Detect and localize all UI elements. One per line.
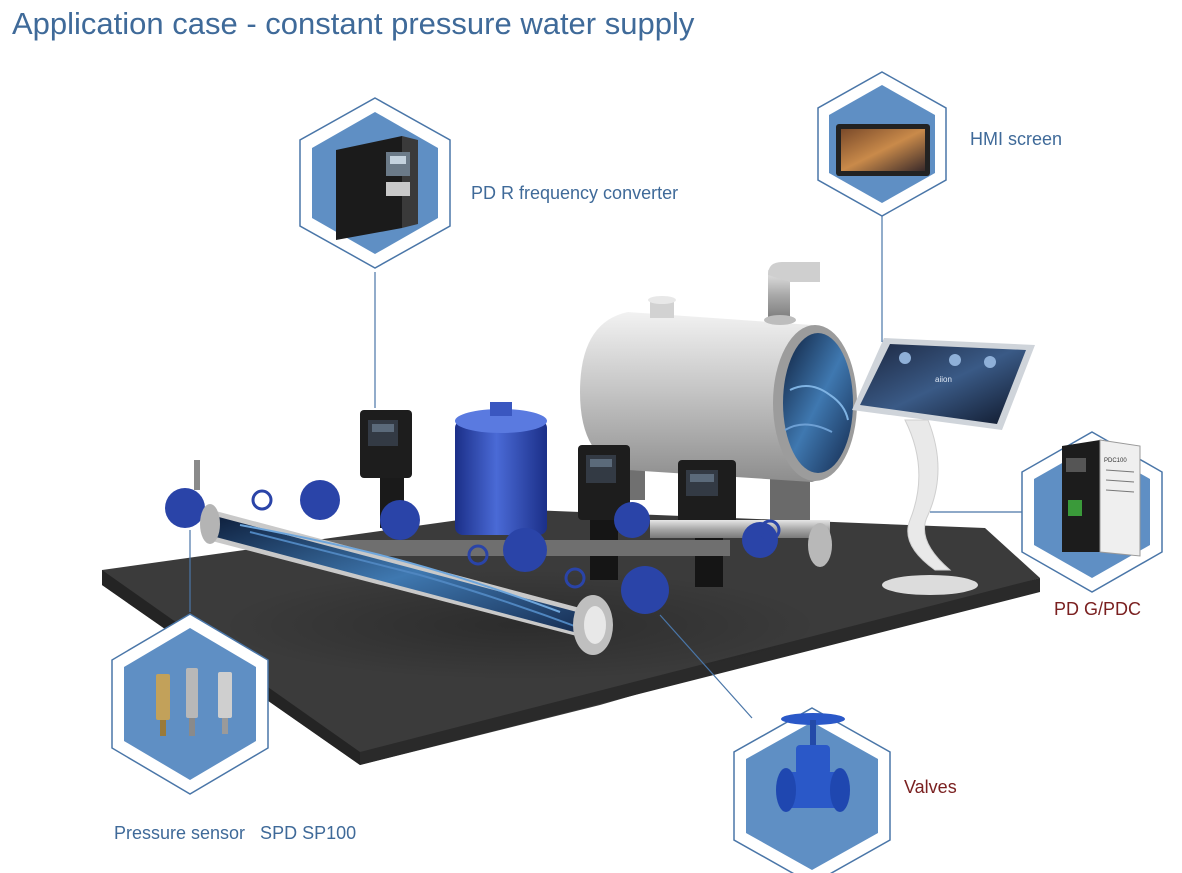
valves-callout [733, 707, 891, 873]
gateway-label: PD G/PDC [1054, 599, 1142, 619]
converter-icon [336, 136, 418, 240]
pump-unit-2 [578, 445, 630, 580]
valves-label: Valves [904, 777, 957, 797]
gateway-device-text: PDC100 [1104, 458, 1127, 464]
page-title: Application case - constant pressure wat… [12, 6, 695, 41]
inlet-pipe [200, 504, 613, 655]
gate-valve-icon [776, 713, 850, 812]
gateway-device-icon: PDC100 [1062, 439, 1141, 557]
gateway-callout: PDC100 [1021, 431, 1163, 593]
converter-callout [299, 97, 451, 269]
storage-tank [580, 262, 857, 520]
sensor-callout [111, 613, 269, 795]
hmi-label: HMI screen [970, 129, 1063, 149]
hmi-kiosk: aiion [852, 338, 1035, 595]
blue-valve-cluster [165, 460, 781, 614]
pressure-tank [455, 402, 547, 535]
callout-connectors [189, 215, 1022, 719]
sensor-label: Pressure sensor SPD SP100 [114, 823, 357, 843]
hmi-screen-icon [836, 124, 930, 176]
pressure-sensor-icon [156, 668, 232, 736]
converter-label: PD R frequency converter [471, 183, 679, 203]
hmi-kiosk-screen-text: aiion [935, 375, 952, 384]
hmi-callout [817, 71, 947, 217]
